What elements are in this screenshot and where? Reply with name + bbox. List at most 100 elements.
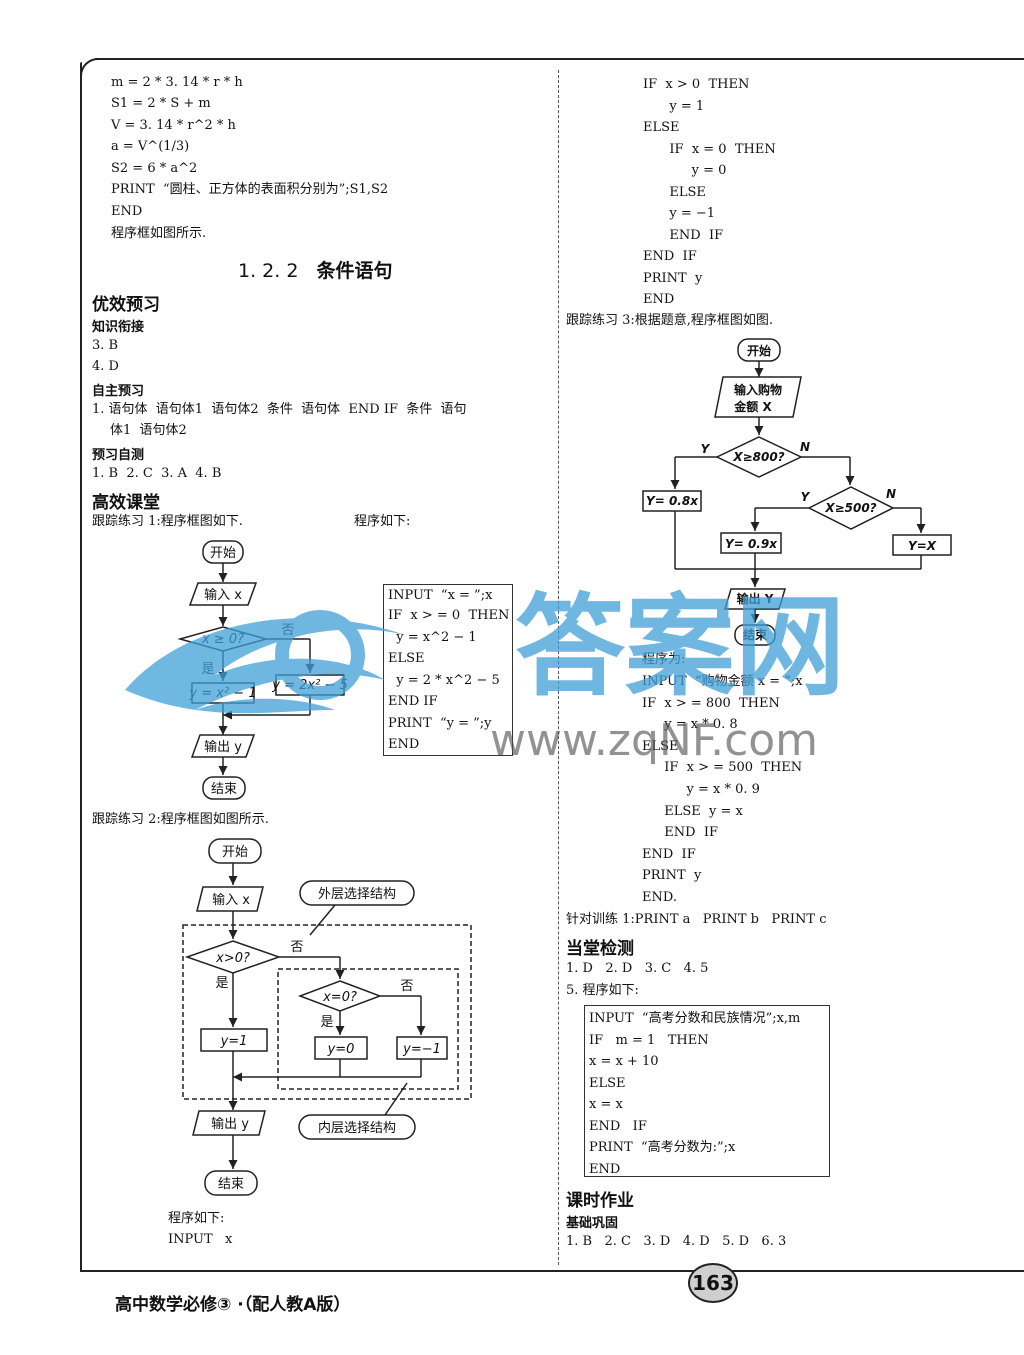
code-line: END IF <box>656 825 718 841</box>
program-label: 程序为: <box>642 652 686 667</box>
fc2-inner-callout <box>298 1114 416 1140</box>
code-line: y = 2 * x^2 − 5 <box>388 672 500 688</box>
section-title: 当堂检测 <box>566 939 634 959</box>
subsection-title: 自主预习 <box>92 384 145 399</box>
fc3-cond2-label: X≥500? <box>824 501 876 515</box>
fc2-start-shape <box>208 838 262 864</box>
fc3-output-label: 输出 Y <box>737 591 774 606</box>
code-line: IF x > = 0 THEN <box>388 608 510 623</box>
fc1-end-label: 结束 <box>211 782 237 797</box>
fc2-cond1-label: x>0? <box>215 951 250 966</box>
fc2-input-label: 输入 x <box>212 892 250 908</box>
subsection-title: 知识衔接 <box>92 320 145 335</box>
chapter-heading: 1. 2. 2 条件语句 <box>238 256 392 283</box>
fc3-box-3 <box>892 534 952 556</box>
fc3-y1-label: Y <box>701 442 711 456</box>
fc1-output-label: 输出 y <box>204 739 242 755</box>
page-frame-top <box>95 58 1024 60</box>
fc3-input1-label: 输入购物 <box>734 382 782 397</box>
fc3-y2-label: Y <box>801 490 811 504</box>
code-line: END <box>643 292 675 307</box>
exercise-label: 跟踪练习 3:根据题意,程序框图如图. <box>566 313 774 328</box>
answer-line: 3. B <box>92 338 119 353</box>
fc2-no2-label: 否 <box>400 979 413 994</box>
code-line: PRINT y <box>642 868 702 884</box>
code-line: PRINT “圆柱、正方体的表面积分别为”;S1,S2 <box>111 182 389 197</box>
exercise-label: 跟踪练习 1:程序框图如下. <box>92 514 243 529</box>
answer-line: 1. B 2. C 3. A 4. B <box>92 466 222 481</box>
page-frame-corner <box>80 58 102 80</box>
exercise-label: 针对训练 1:PRINT a PRINT b PRINT c <box>566 912 827 927</box>
fc2-inner-label: 内层选择结构 <box>318 1120 396 1136</box>
code-line: a = V^(1/3) <box>111 139 190 154</box>
code-line: y = x * 0. 9 <box>670 782 760 797</box>
code-line: m = 2 * 3. 14 * r * h <box>111 75 243 90</box>
fc2-box-1 <box>200 1028 268 1052</box>
code-line: ELSE y = x <box>656 803 743 819</box>
fc1-decision-label: x ≥ 0? <box>201 632 244 647</box>
fc3-box2-label: Y= 0.9x <box>725 537 778 551</box>
code-line: INPUT “高考分数和民族情况”;x,m <box>589 1011 801 1026</box>
code-line: y = −1 <box>657 206 716 221</box>
code-line: END IF <box>657 227 724 243</box>
code-line: x = x + 10 <box>589 1054 659 1069</box>
fc3-start-label: 开始 <box>747 343 771 358</box>
fc1-input-label: 输入 x <box>204 587 242 603</box>
fc2-yes1-label: 是 <box>215 976 228 991</box>
exercise-label: 跟踪练习 2:程序框图如图所示. <box>92 812 269 827</box>
code-line: y = x^2 − 1 <box>388 629 477 645</box>
code-line: y = 1 <box>657 98 705 114</box>
fc2-no1-label: 否 <box>290 940 303 955</box>
fc3-decision-2 <box>807 486 895 530</box>
answer-line: 1. 语句体 语句体1 语句体2 条件 语句体 END IF 条件 语句 <box>92 402 467 417</box>
fc2-box2-label: y=0 <box>327 1042 355 1057</box>
code-line: 程序框如图所示. <box>111 226 207 241</box>
answer-line: 1. D 2. D 3. C 4. 5 <box>566 961 709 976</box>
code-line: END <box>388 737 420 752</box>
fc1-input-shape <box>188 582 258 606</box>
flowchart-3: 开始 输入购物 金额 X X≥800? Y N Y= 0.8x X≥500? Y… <box>642 338 952 646</box>
code-line: y = 0 <box>671 163 727 178</box>
fc1-yes-label: 是 <box>201 662 214 677</box>
subsection-title: 基础巩固 <box>566 1216 619 1231</box>
chapter-title: 条件语句 <box>316 260 393 282</box>
subsection-title: 预习自测 <box>92 448 145 463</box>
fc3-input-shape <box>714 376 802 418</box>
fc2-outer-callout <box>299 880 415 906</box>
code-box-5: INPUT “高考分数和民族情况”;x,m IF m = 1 THEN x = … <box>584 1005 830 1177</box>
answer-line: 1. B 2. C 3. D 4. D 5. D 6. 3 <box>566 1234 787 1249</box>
code-line: IF x > = 500 THEN <box>656 760 803 776</box>
fc2-box-3 <box>396 1036 448 1060</box>
fc1-start-label: 开始 <box>210 546 236 561</box>
chapter-number: 1. 2. 2 <box>238 260 299 282</box>
program-label: 程序如下: <box>354 514 411 529</box>
fc3-n1-label: N <box>800 440 810 454</box>
code-line: END IF <box>589 1118 647 1134</box>
fc1-no-label: 否 <box>281 623 294 638</box>
fc1-end-shape <box>202 776 246 800</box>
code-line: END IF <box>643 249 697 264</box>
code-line: ELSE <box>642 738 679 754</box>
code-line: x = x <box>589 1097 623 1112</box>
section-title: 课时作业 <box>566 1191 634 1211</box>
section-title: 高效课堂 <box>92 493 160 513</box>
code-line: IF x = 0 THEN <box>657 141 776 157</box>
fc2-outer-label: 外层选择结构 <box>318 887 396 902</box>
code-line: IF m = 1 THEN <box>589 1032 709 1048</box>
fc2-box1-label: y=1 <box>220 1034 248 1049</box>
fc2-outer-dashed <box>182 924 472 1100</box>
fc1-output-shape <box>190 734 256 758</box>
fc3-output-shape <box>723 588 787 610</box>
code-line: END <box>589 1161 621 1177</box>
page-frame-left <box>80 62 82 1272</box>
fc3-n2-label: N <box>886 487 896 501</box>
answer-line: 4. D <box>92 359 119 374</box>
fc3-box1-label: Y= 0.8x <box>646 494 699 508</box>
code-line: S1 = 2 * S + m <box>111 96 211 111</box>
column-separator <box>558 70 559 1265</box>
fc2-yes2-label: 是 <box>320 1015 333 1030</box>
fc2-end-label: 结束 <box>218 1177 244 1192</box>
answer-line: 体1 语句体2 <box>110 423 187 438</box>
code-line: S2 = 6 * a^2 <box>111 161 198 176</box>
fc2-start-label: 开始 <box>222 845 248 860</box>
